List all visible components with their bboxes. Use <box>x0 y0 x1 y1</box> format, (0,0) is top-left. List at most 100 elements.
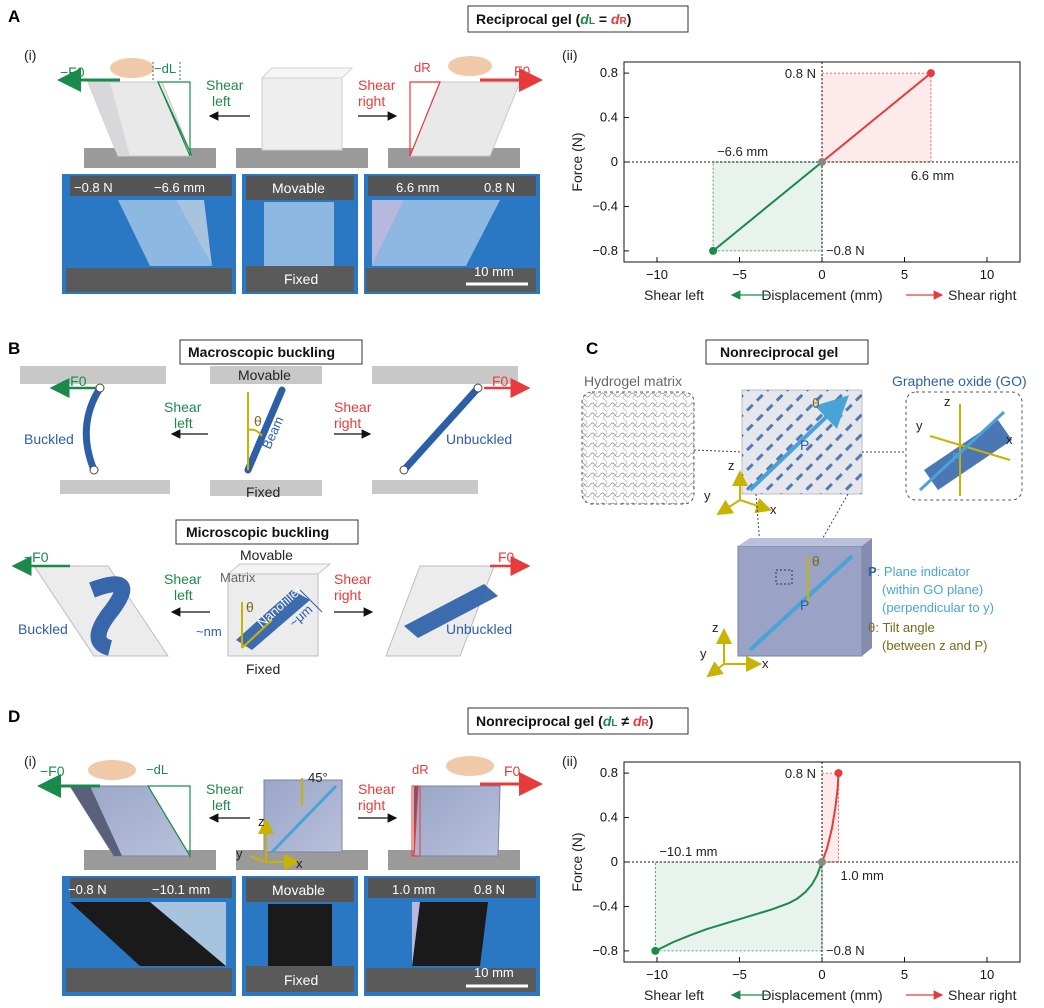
axes-bottom: z x y <box>700 620 769 678</box>
theta-desc: θ: Tilt angle <box>868 620 935 635</box>
dr-label: dR <box>414 60 431 75</box>
finger-icon <box>446 756 494 776</box>
svg-text:P: P <box>952 450 961 465</box>
photo-movable: Movable <box>272 180 325 196</box>
b-fixed: Fixed <box>246 484 280 500</box>
panel-d-title: Nonreciprocal gel (dL ≠ dR) <box>476 713 653 729</box>
matrix-label: Matrix <box>220 570 256 585</box>
y-tick-label: −0.8 <box>592 243 618 258</box>
svg-text:x: x <box>770 502 777 517</box>
data-point-origin <box>818 158 826 166</box>
x-label-left: Shear left <box>644 287 704 303</box>
x-tick-label: 0 <box>818 967 825 982</box>
series-line <box>712 161 823 252</box>
neg-dl-label: −dL <box>154 61 176 76</box>
x-label-right: Shear right <box>948 287 1017 303</box>
svg-text:θ: θ <box>812 553 820 569</box>
panel-a: A Reciprocal gel (dL = dR) (i) −F0 −dL S… <box>8 5 689 294</box>
x-tick-label: −5 <box>732 967 747 982</box>
c-theta: θ <box>812 395 820 411</box>
buckled-beam <box>82 384 104 474</box>
c-title: Nonreciprocal gel <box>720 344 838 360</box>
x-tick-label: 5 <box>901 267 908 282</box>
a-photos: −0.8 N −6.6 mm Movable Fixed 6.6 mm 0.8 … <box>62 174 540 294</box>
x-tick-label: −5 <box>732 267 747 282</box>
d-neg-f0: −F0 <box>40 763 65 779</box>
svg-text:x: x <box>1006 432 1013 447</box>
y-tick-label: 0.8 <box>600 765 618 780</box>
b-movable: Movable <box>238 367 291 383</box>
photo-fixed: Fixed <box>284 271 318 287</box>
unbuckled-filler <box>404 584 498 638</box>
series-line <box>821 72 932 163</box>
panel-a-sub-ii: (ii) <box>562 47 578 63</box>
panel-letter-c: C <box>586 339 598 358</box>
b-buckled: Buckled <box>24 431 74 447</box>
finger-icon <box>88 760 136 780</box>
axes-top: z x y <box>704 458 777 517</box>
nm-label: ~nm <box>196 624 222 639</box>
svg-text:z: z <box>712 620 719 635</box>
panel-letter-d: D <box>8 707 20 726</box>
panel-d-sub-i: (i) <box>24 753 36 769</box>
svg-text:0.8 N: 0.8 N <box>474 882 505 897</box>
data-point-neg <box>709 246 718 255</box>
data-point-neg <box>651 946 660 955</box>
annot-pos-force: 0.8 N <box>785 766 816 781</box>
b-pos-f0: F0 <box>492 373 509 389</box>
panel-b: B Macroscopic buckling −F0 Buckled Shear… <box>8 339 531 677</box>
x-label-left: Shear left <box>644 987 704 1003</box>
photo-right-disp: 6.6 mm <box>396 180 439 195</box>
x-label-right: Shear right <box>948 987 1017 1003</box>
beam <box>244 386 286 474</box>
svg-text:1.0 mm: 1.0 mm <box>392 882 435 897</box>
go-label: Graphene oxide (GO) <box>892 373 1027 389</box>
annot-neg-disp: −10.1 mm <box>659 844 717 859</box>
panel-letter-a: A <box>8 7 20 26</box>
x-axis-label: Displacement (mm) <box>761 987 882 1003</box>
b-micro-buckled: Buckled <box>18 621 68 637</box>
annot-neg-disp: −6.6 mm <box>717 144 768 159</box>
p-desc2: (within GO plane) <box>882 582 983 597</box>
svg-text:Fixed: Fixed <box>284 972 318 988</box>
p-vector <box>748 395 849 492</box>
shaded-area <box>654 861 823 952</box>
c-p-label: P <box>800 437 809 453</box>
go-sheet <box>924 420 1012 490</box>
x-tick-label: −10 <box>646 267 668 282</box>
svg-text:y: y <box>236 846 243 861</box>
buckled-filler <box>89 576 131 656</box>
d-neg-dl: −dL <box>146 762 168 777</box>
svg-text:x: x <box>762 656 769 671</box>
photo-right-force: 0.8 N <box>484 180 515 195</box>
annot-neg-force: −0.8 N <box>826 243 865 258</box>
x-tick-label: 10 <box>980 967 994 982</box>
series-line <box>821 773 840 863</box>
macro-title: Macroscopic buckling <box>188 344 335 360</box>
y-tick-label: 0.4 <box>600 810 618 825</box>
panel-d-sub-ii: (ii) <box>562 753 578 769</box>
y-tick-label: 0 <box>611 854 618 869</box>
d-angle: 45° <box>308 770 328 785</box>
svg-text:Movable: Movable <box>272 882 325 898</box>
unbuckled-beam <box>400 384 482 474</box>
b-theta: θ <box>254 413 262 429</box>
photo-left-disp: −6.6 mm <box>154 180 205 195</box>
b-micro-neg-f0: −F0 <box>24 549 49 565</box>
panel-c: C Nonreciprocal gel Hydrogel matrix P θ … <box>581 339 1027 678</box>
d-left-cube: −F0 −dL <box>37 760 216 870</box>
annot-neg-force: −0.8 N <box>826 943 865 958</box>
y-tick-label: −0.8 <box>592 943 618 958</box>
panel-a-title-box <box>467 5 689 33</box>
hydrogel-inset <box>581 391 695 505</box>
y-tick-label: −0.4 <box>592 198 618 213</box>
d-pos-f0: F0 <box>504 763 521 779</box>
b-micro-pos-f0: F0 <box>498 549 515 565</box>
svg-text:y: y <box>704 488 711 503</box>
